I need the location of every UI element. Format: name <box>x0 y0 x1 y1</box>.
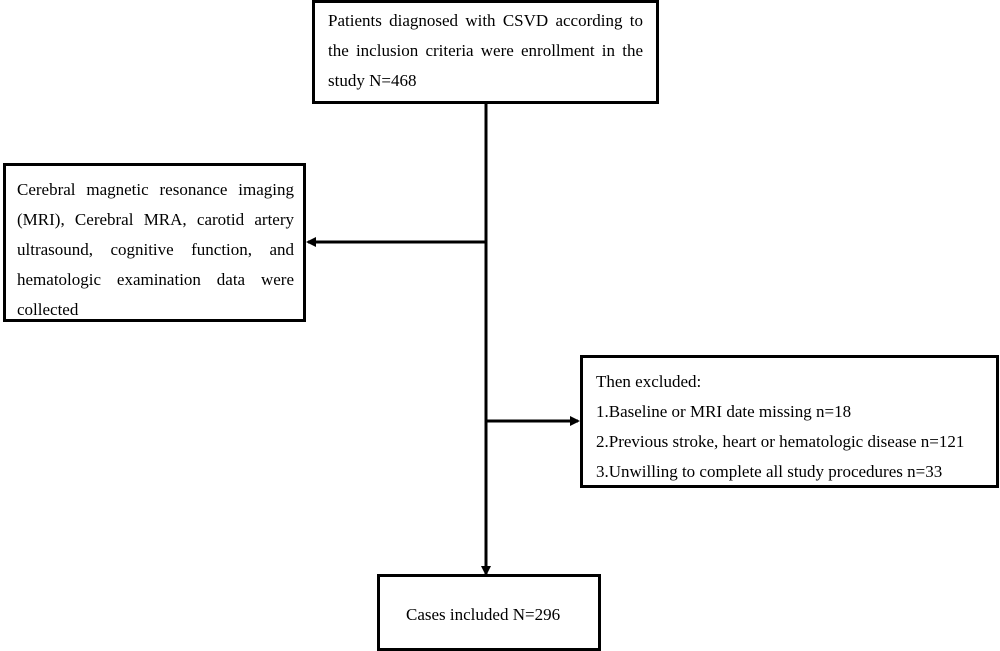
included-box: Cases included N=296 <box>377 574 601 651</box>
exclusion-item: 2.Previous stroke, heart or hematologic … <box>596 432 965 451</box>
exclusions-list: Then excluded: 1.Baseline or MRI date mi… <box>596 367 996 487</box>
enrollment-box: Patients diagnosed with CSVD according t… <box>312 0 659 104</box>
included-text: Cases included N=296 <box>406 605 561 624</box>
exclusions-heading: Then excluded: <box>596 372 702 391</box>
data-collected-text: Cerebral magnetic resonance imaging (MRI… <box>17 180 294 319</box>
exclusion-item: 3.Unwilling to complete all study proced… <box>596 462 943 481</box>
exclusion-item: 1.Baseline or MRI date missing n=18 <box>596 402 852 421</box>
enrollment-text: Patients diagnosed with CSVD according t… <box>328 11 643 90</box>
data-collected-box: Cerebral magnetic resonance imaging (MRI… <box>3 163 306 322</box>
exclusions-box: Then excluded: 1.Baseline or MRI date mi… <box>580 355 999 488</box>
